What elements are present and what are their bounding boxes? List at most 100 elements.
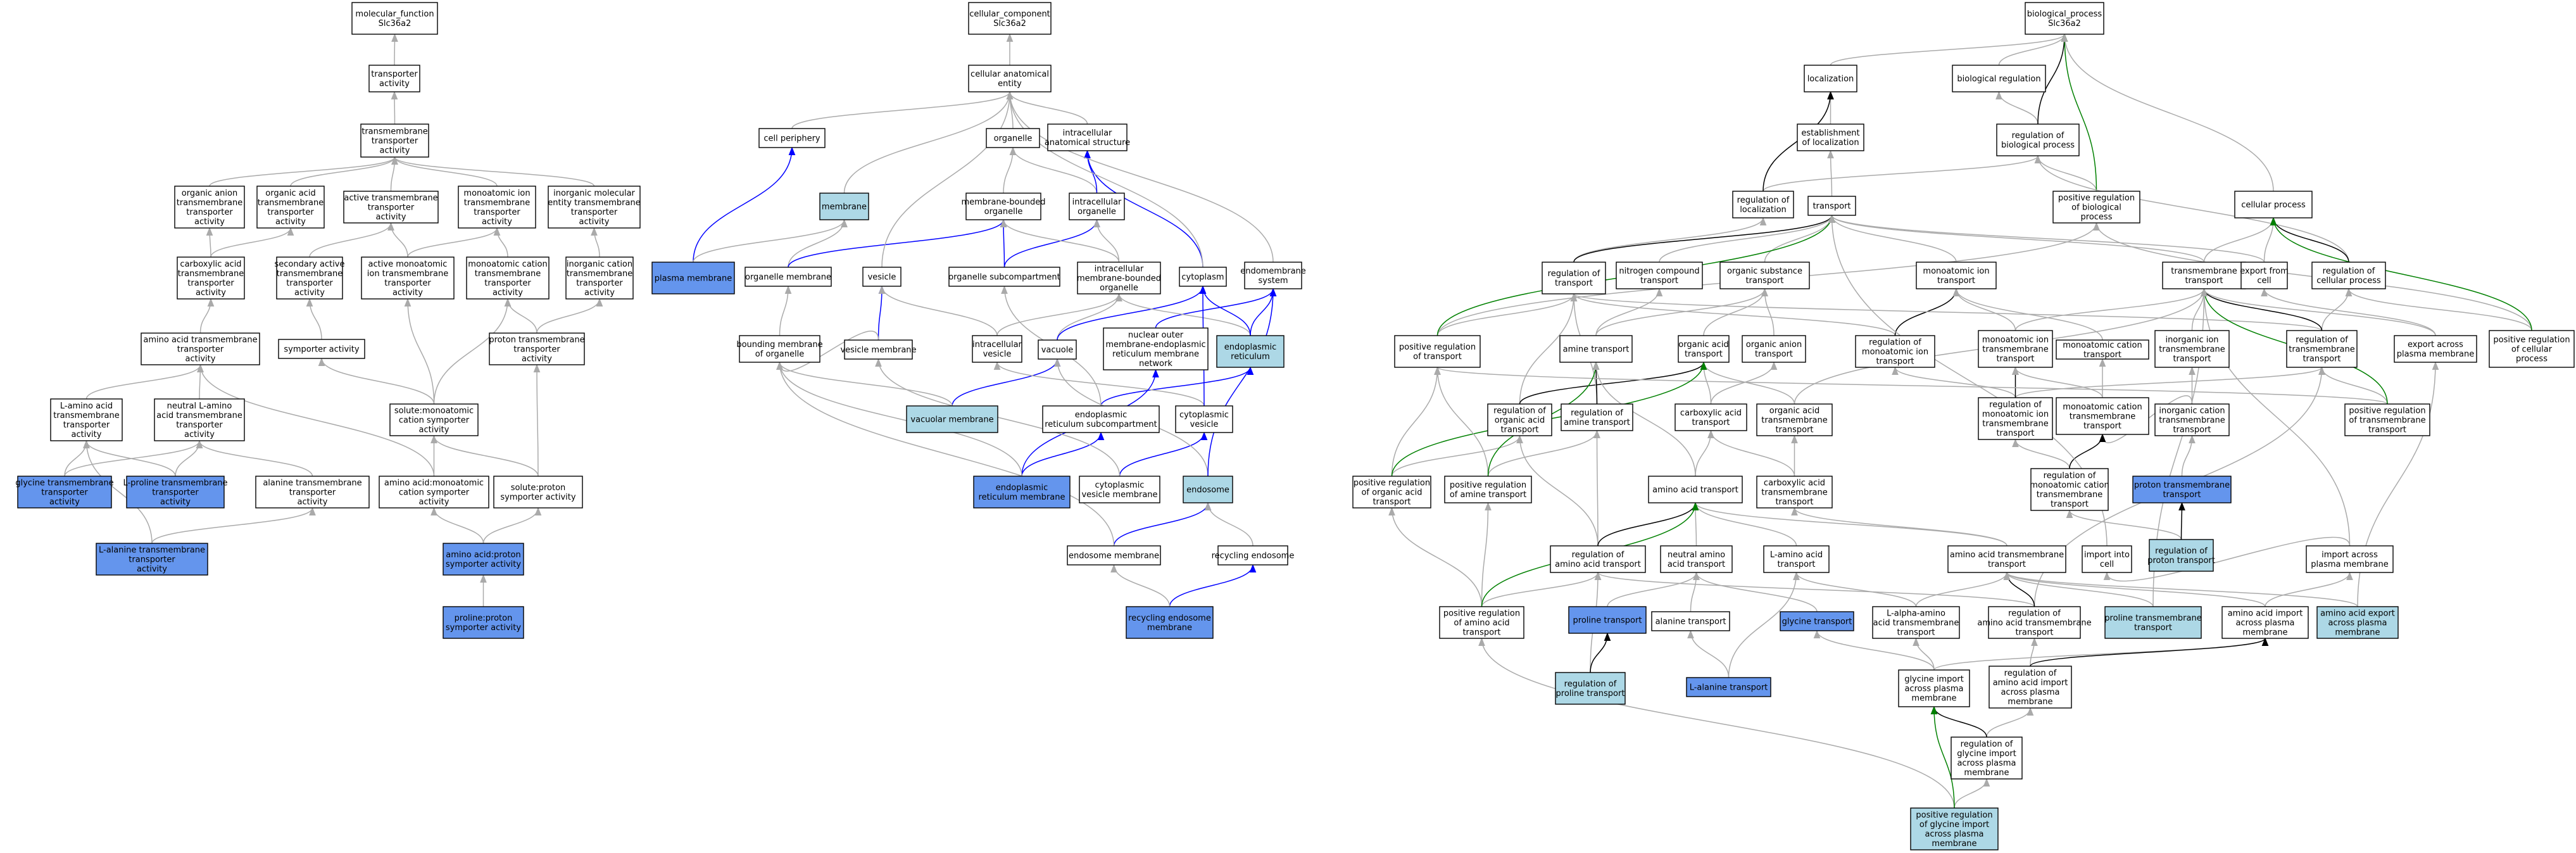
node-periphery[interactable]: cell periphery — [758, 128, 826, 148]
node-vacmem[interactable]: vacuolar membrane — [906, 405, 998, 433]
node-symporter[interactable]: symporter activity — [278, 339, 365, 359]
node-bioreg[interactable]: biological regulation — [1952, 65, 2046, 92]
node-nuclear[interactable]: nuclear outermembrane-endoplasmicreticul… — [1103, 327, 1209, 370]
node-inorgcation[interactable]: inorganic cationtransmembranetransporter… — [565, 256, 634, 300]
node-lalat[interactable]: L-alanine transmembranetransporteractivi… — [96, 543, 208, 576]
node-orgmem[interactable]: organelle membrane — [745, 267, 832, 287]
node-pm[interactable]: plasma membrane — [651, 262, 735, 294]
node-carbox[interactable]: carboxylic acidtransmembranetransportera… — [177, 256, 245, 300]
node-vacuole[interactable]: vacuole — [1038, 339, 1077, 360]
node-amine[interactable]: amine transport — [1559, 335, 1633, 363]
node-oacid[interactable]: organic acidtransmembranetransporteracti… — [256, 186, 325, 229]
node-glytr[interactable]: glycine transport — [1780, 611, 1854, 631]
node-prot[interactable]: proline transport — [1568, 606, 1647, 634]
node-laa[interactable]: L-amino acidtransmembranetransporteracti… — [50, 398, 123, 441]
node-monoion[interactable]: monoatomic iontransmembranetransporterac… — [458, 186, 536, 229]
node-organelle[interactable]: organelle — [986, 128, 1040, 148]
node-cellproc[interactable]: cellular process — [2234, 191, 2313, 218]
node-monocation[interactable]: monoatomic cationtransmembranetransporte… — [466, 256, 550, 300]
node-localization[interactable]: localization — [1804, 65, 1857, 92]
node-vesicle[interactable]: vesicle — [862, 267, 902, 287]
node-aatrans[interactable]: amino acid transmembranetransporteractiv… — [141, 332, 260, 365]
node-orgsub[interactable]: organelle subcompartment — [948, 267, 1060, 287]
node-vesmem[interactable]: vesicle membrane — [840, 339, 917, 360]
node-recendo[interactable]: recycling endosome — [1212, 545, 1295, 566]
node-oanion[interactable]: organic aniontransmembranetransporteract… — [174, 186, 245, 229]
node-aat[interactable]: amino acid transport — [1648, 476, 1743, 503]
node-cytoplasm[interactable]: cytoplasm — [1179, 267, 1227, 287]
node-membrane[interactable]: membrane — [819, 193, 869, 220]
node-transport[interactable]: transport — [1807, 196, 1856, 216]
